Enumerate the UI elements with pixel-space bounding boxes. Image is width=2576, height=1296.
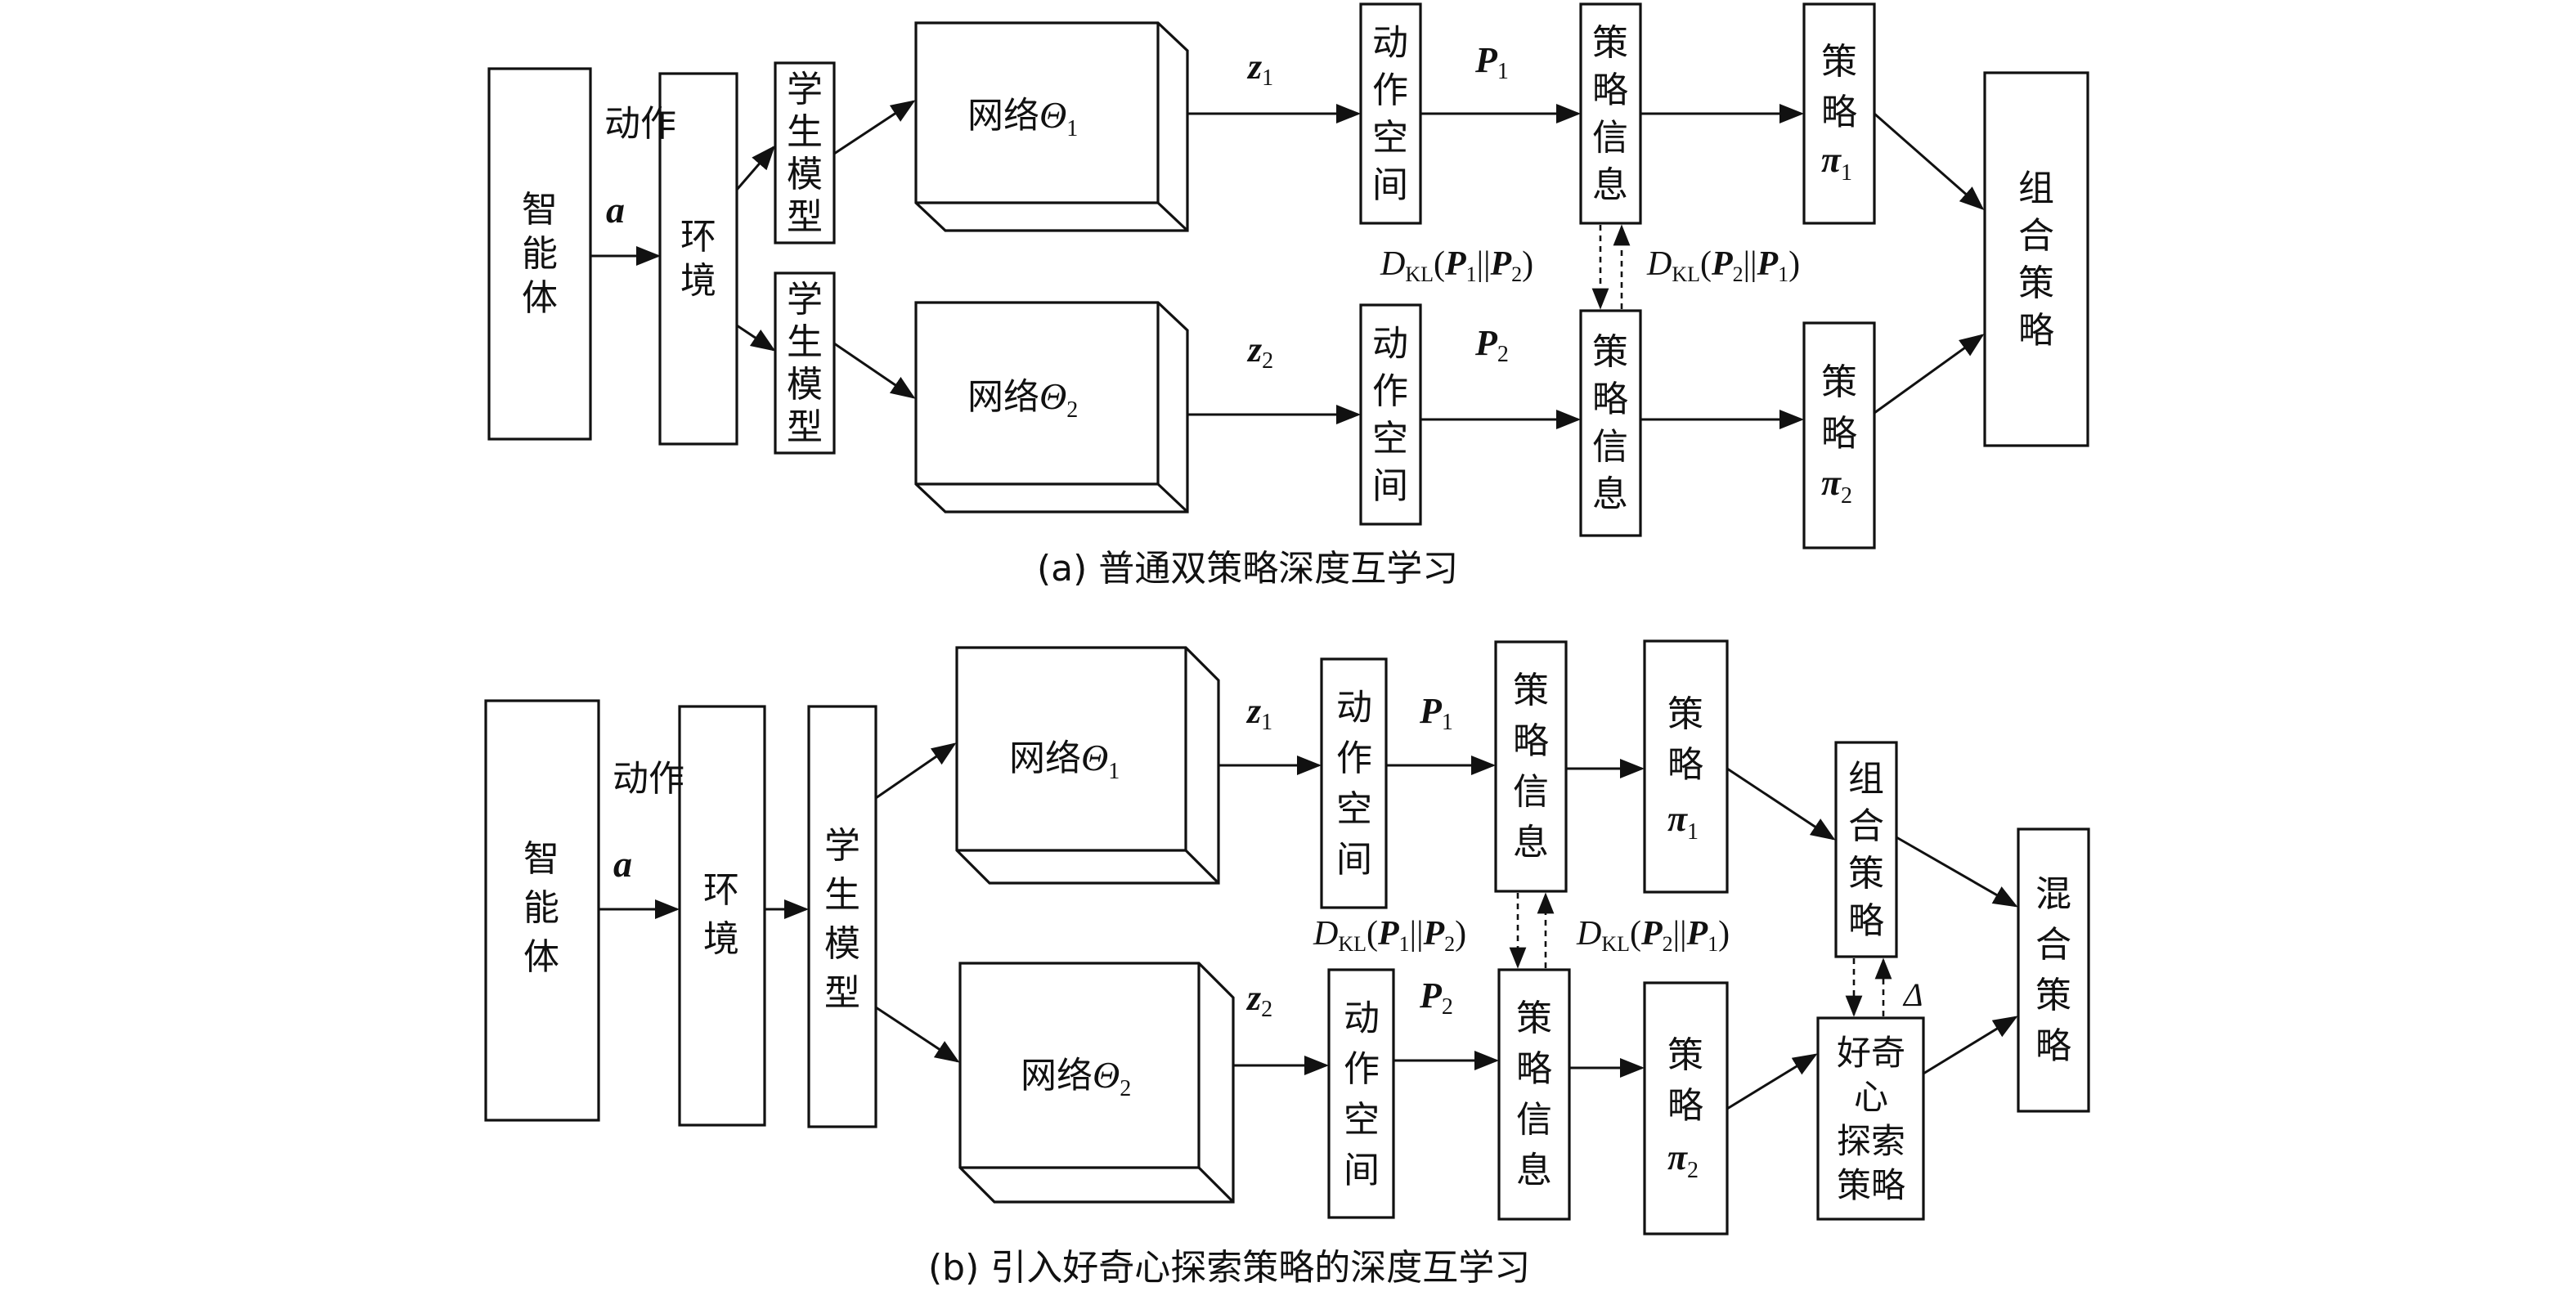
policy-info-box-2: [1579, 309, 1642, 537]
network-cube-2: [914, 301, 1189, 513]
dkl-right-label-b: DKL(P2||P1): [1576, 915, 1730, 956]
policy-label-b1-c1: 策: [1667, 693, 1703, 735]
policy-box-b1: [1643, 639, 1729, 894]
mixed-policy-box-b: [2017, 827, 2090, 1113]
student-model-box-b: [807, 705, 877, 1128]
policy-label-a2-c1: 策: [1821, 361, 1857, 403]
policy-symbol-b2: π2: [1667, 1137, 1699, 1183]
combined-policy-box-b: [1834, 741, 1898, 958]
arrow-pol1-comb-b: [1726, 767, 1836, 841]
arrow-env-student1-a: [735, 145, 775, 191]
student-model-label-a1: 学生模型: [787, 69, 823, 238]
dkl-left-label-a: DKL(P1||P2): [1380, 245, 1533, 286]
network-cube-b2: [958, 962, 1235, 1204]
arrow-student1-net1-a: [833, 100, 916, 155]
arrow-pol1-comb-a: [1874, 112, 1985, 210]
agent-box-b: [484, 699, 600, 1122]
panel-a: 智能体 环境 学生模型 学生模型 动作空间 动作空间 策略信息 策略信息 组合策…: [487, 2, 2089, 590]
arrow-student-net2-b: [875, 1006, 960, 1063]
combined-policy-label-b: 组合策略: [1848, 758, 1884, 942]
student-model-box-2: [774, 271, 836, 455]
arrow-student2-net2-a: [833, 342, 916, 399]
mixed-policy-label-b: 混合策略: [2035, 873, 2071, 1067]
environment-label-b: 环境: [703, 869, 739, 960]
combined-policy-label-a: 组合策略: [2018, 168, 2054, 352]
p2-label-b: P2: [1419, 975, 1453, 1020]
action-space-label-a2: 动作空间: [1372, 323, 1408, 507]
action-space-label-a1: 动作空间: [1372, 22, 1408, 206]
policy-label-a1-c1: 策: [1821, 41, 1857, 83]
z2-label-a: z2: [1246, 330, 1273, 374]
network-label-a1: 网络Θ1: [967, 94, 1078, 141]
network-label-b2: 网络Θ2: [1021, 1054, 1131, 1101]
p1-label-a: P1: [1474, 40, 1509, 84]
policy-label-a1-c2: 略: [1821, 92, 1857, 133]
policy-symbol-b1: π1: [1667, 799, 1699, 845]
agent-label-b: 智能体: [523, 838, 559, 978]
arrow-pol2-comb-a: [1874, 334, 1985, 415]
policy-box-b2: [1643, 981, 1729, 1235]
action-space-box-2: [1359, 303, 1422, 526]
action-word-b: 动作: [613, 758, 684, 800]
action-space-label-b2: 动作空间: [1344, 998, 1380, 1191]
action-space-box-b1: [1320, 657, 1388, 909]
policy-info-label-a2: 策略信息: [1592, 331, 1628, 515]
action-space-box-b2: [1327, 968, 1395, 1219]
dkl-right-label-a: DKL(P2||P1): [1646, 245, 1800, 286]
student-model-label-b: 学生模型: [824, 825, 860, 1014]
action-space-box-1: [1359, 2, 1422, 225]
z1-label-b: z1: [1245, 691, 1272, 735]
dkl-left-label-b: DKL(P1||P2): [1313, 915, 1466, 956]
action-word-a: 动作: [604, 103, 676, 145]
network-label-a2: 网络Θ2: [967, 375, 1078, 423]
curiosity-policy-box-b: [1816, 1016, 1925, 1221]
policy-info-box-b1: [1494, 640, 1568, 893]
policy-box-2: [1802, 321, 1876, 549]
z2-label-b: z2: [1245, 978, 1272, 1022]
action-space-label-b1: 动作空间: [1336, 687, 1372, 881]
arrow-student-net1-b: [875, 742, 957, 800]
policy-label-b2-c2: 略: [1667, 1085, 1703, 1127]
caption-b: (b) 引入好奇心探索策略的深度互学习: [928, 1247, 1530, 1289]
student-model-box-1: [774, 61, 836, 244]
action-symbol-a: a: [606, 189, 625, 231]
p1-label-b: P1: [1419, 691, 1453, 735]
network-label-b1: 网络Θ1: [1009, 737, 1120, 784]
policy-symbol-a2: π2: [1821, 463, 1852, 509]
policy-info-label-b2: 策略信息: [1516, 998, 1552, 1191]
combined-policy-box: [1983, 71, 2089, 447]
network-cube-1: [914, 21, 1189, 232]
policy-label-b1-c2: 略: [1667, 744, 1703, 786]
policy-symbol-a1: π1: [1821, 140, 1852, 186]
agent-box: [487, 67, 592, 441]
policy-info-box-b2: [1497, 968, 1571, 1221]
agent-label-a: 智能体: [522, 189, 558, 319]
z1-label-a: z1: [1246, 47, 1273, 91]
network-cube-b1: [955, 646, 1220, 885]
arrow-comb-mixed-b: [1896, 836, 2018, 908]
environment-box: [658, 72, 738, 446]
policy-label-b2-c1: 策: [1667, 1034, 1703, 1076]
p2-label-a: P2: [1474, 323, 1509, 367]
policy-label-a2-c2: 略: [1821, 413, 1857, 455]
student-model-label-a2: 学生模型: [787, 279, 823, 448]
delta-label-b: Δ: [1902, 976, 1923, 1013]
arrow-curiosity-mixed-b: [1923, 1016, 2018, 1075]
arrow-pol2-curiosity-b: [1726, 1053, 1818, 1110]
action-symbol-b: a: [613, 843, 632, 885]
environment-label-a: 环境: [680, 216, 716, 302]
panel-b: 智能体 环境 学生模型 动作空间 动作空间 策略信息 策略信息 组合策略 混合策…: [484, 639, 2090, 1289]
arrow-env-student2-a: [736, 324, 776, 352]
policy-info-label-b1: 策略信息: [1513, 670, 1549, 863]
environment-box-b: [678, 705, 766, 1127]
policy-info-label-a1: 策略信息: [1592, 22, 1628, 206]
caption-a: (a) 普通双策略深度互学习: [1037, 548, 1458, 590]
curiosity-policy-label-b: 好奇心探索策略: [1837, 1033, 1905, 1205]
